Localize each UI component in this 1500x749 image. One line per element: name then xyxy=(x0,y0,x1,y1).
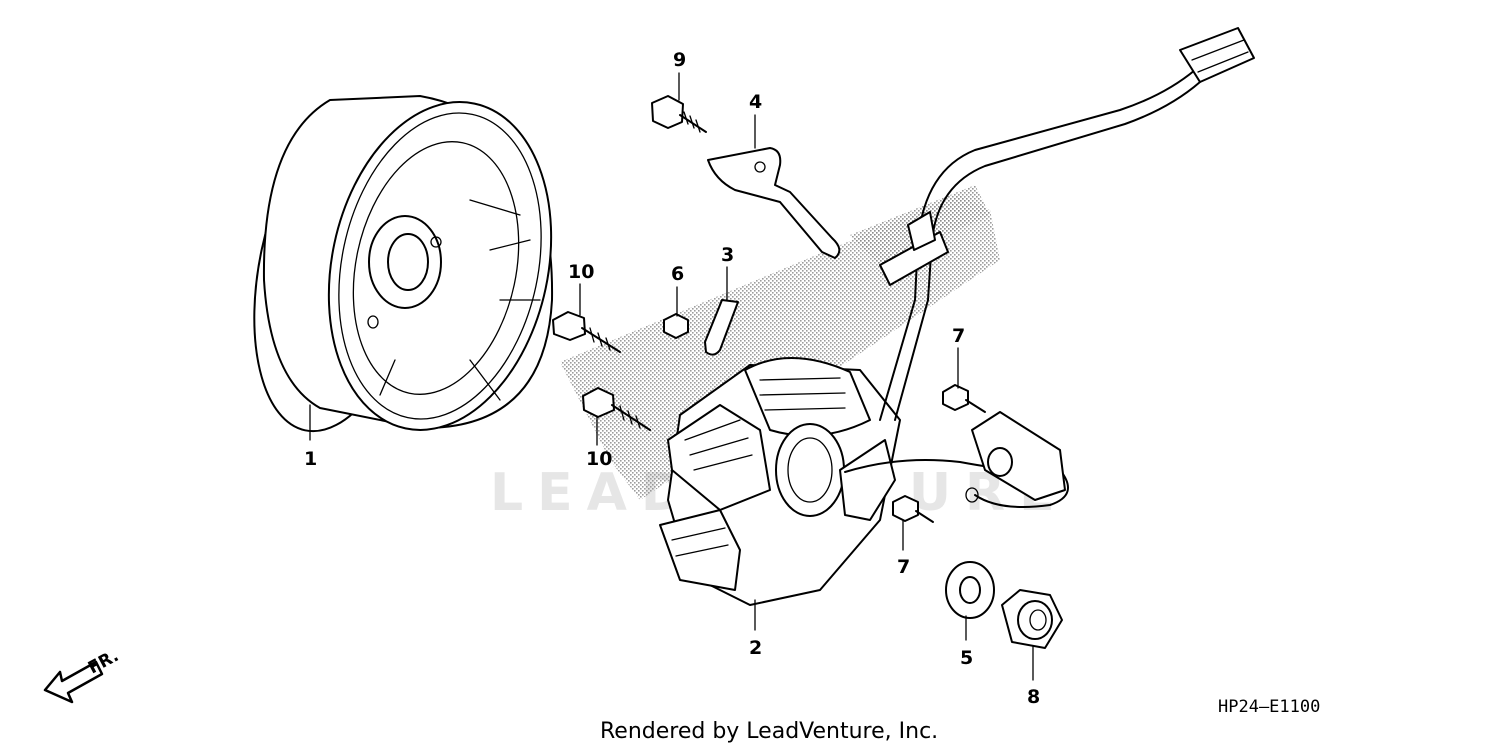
callout-10-upper: 10 xyxy=(568,261,594,283)
callout-2: 2 xyxy=(749,637,762,659)
callout-3: 3 xyxy=(721,244,734,266)
callout-1: 1 xyxy=(304,448,317,470)
bolt-7-lower xyxy=(892,495,934,523)
callout-6: 6 xyxy=(671,263,684,285)
clamp xyxy=(704,299,739,356)
callout-9: 9 xyxy=(673,49,686,71)
pulser-sensor xyxy=(965,411,1066,503)
flywheel xyxy=(253,95,554,433)
bracket xyxy=(707,147,841,259)
callout-4: 4 xyxy=(749,91,762,113)
callout-7-upper: 7 xyxy=(952,325,965,347)
diagram-code: HP24—E1100 xyxy=(1218,697,1320,717)
bolt-7-upper xyxy=(942,384,986,413)
callout-8: 8 xyxy=(1027,686,1040,708)
leader-lines xyxy=(309,72,1034,681)
callouts: 1 2 3 4 5 6 7 7 8 9 10 10 xyxy=(304,49,1040,708)
wire-harness xyxy=(844,27,1255,508)
bolt-10-lower xyxy=(582,387,651,431)
bolt-9 xyxy=(651,95,707,133)
front-direction-arrow-icon: FR. xyxy=(43,646,122,704)
bolt-6 xyxy=(663,313,689,339)
washer xyxy=(945,561,995,619)
callout-5: 5 xyxy=(960,647,973,669)
stator xyxy=(659,357,901,606)
credit-line: Rendered by LeadVenture, Inc. xyxy=(600,719,938,744)
callout-10-lower: 10 xyxy=(586,448,612,470)
callout-7-lower: 7 xyxy=(897,556,910,578)
bolt-10-upper xyxy=(552,311,621,353)
nut xyxy=(1001,589,1063,649)
